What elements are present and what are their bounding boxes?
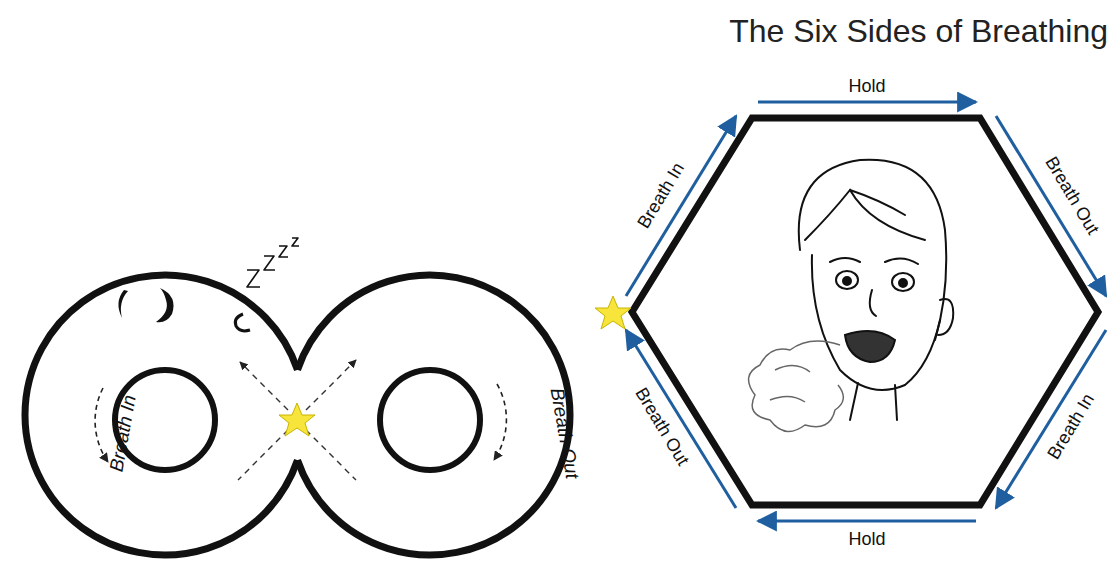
start-star bbox=[595, 296, 631, 329]
snore-marks bbox=[247, 238, 299, 287]
direction-arrow bbox=[494, 384, 506, 460]
breath-ring: Breath Out bbox=[290, 275, 570, 555]
ring-label: Breath Out bbox=[546, 386, 583, 480]
side-label: Hold bbox=[848, 530, 885, 550]
ring-outline bbox=[25, 275, 305, 555]
direction-arrow bbox=[95, 388, 108, 462]
start-star bbox=[279, 403, 315, 436]
side-label: Breath In bbox=[635, 160, 690, 233]
side-arrows bbox=[626, 102, 1106, 521]
breath-puff bbox=[749, 341, 844, 431]
woman-face bbox=[799, 160, 953, 420]
ring-outline bbox=[290, 275, 570, 555]
breath-ring: Breath In bbox=[25, 275, 305, 555]
side-label: Breath Out bbox=[631, 385, 693, 470]
ring-label: Breath In bbox=[107, 394, 141, 474]
side-label: Breath Out bbox=[1041, 154, 1103, 239]
side-label: Hold bbox=[848, 77, 885, 97]
breathing-hexagon bbox=[632, 118, 1098, 505]
diagram-title: The Six Sides of Breathing bbox=[729, 14, 1108, 49]
inner-ring bbox=[380, 370, 480, 470]
side-label: Breath In bbox=[1045, 391, 1100, 464]
